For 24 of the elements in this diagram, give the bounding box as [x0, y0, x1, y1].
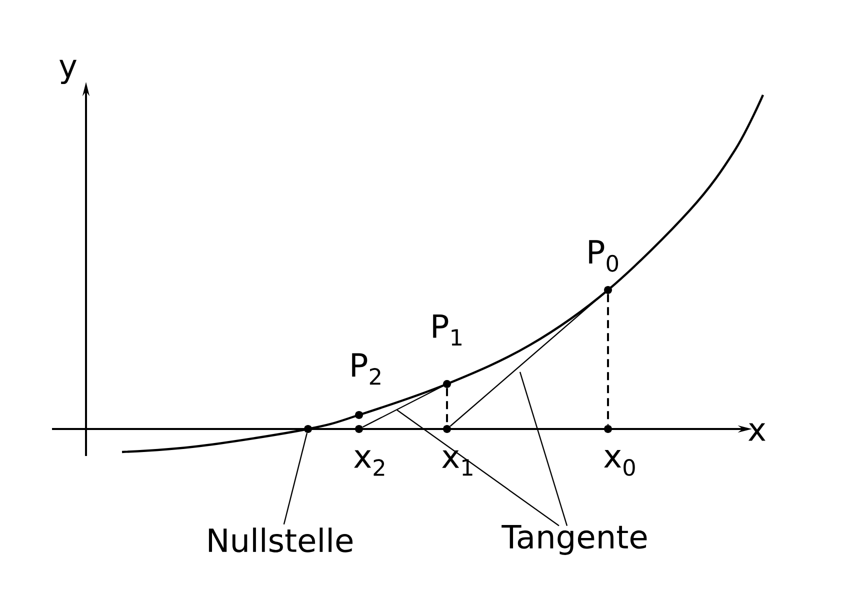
callout-text: Tangente — [502, 525, 647, 555]
tangent-line — [450, 292, 606, 427]
tangent-line — [362, 385, 444, 428]
dashed-line — [446, 388, 448, 425]
point-label: x$_{2}$ — [354, 450, 384, 476]
leader-line — [396, 410, 560, 526]
leader-line — [283, 432, 308, 525]
point — [443, 424, 451, 433]
point — [355, 424, 363, 433]
dashed-line — [607, 294, 609, 425]
point — [355, 410, 363, 419]
point-label: P$_{0}$ — [589, 240, 618, 272]
axis-label: x — [748, 423, 766, 441]
leader-line — [519, 372, 568, 526]
point-label: P$_{1}$ — [433, 314, 462, 346]
point — [443, 380, 451, 388]
callout-text: Nullstelle — [208, 528, 352, 552]
point — [604, 424, 612, 433]
axis-label: y — [60, 60, 77, 84]
point — [304, 424, 312, 433]
point-label: x$_{1}$ — [442, 450, 472, 476]
point-label: P$_{2}$ — [352, 353, 380, 385]
point — [604, 286, 612, 294]
point-label: x$_{0}$ — [604, 450, 635, 476]
